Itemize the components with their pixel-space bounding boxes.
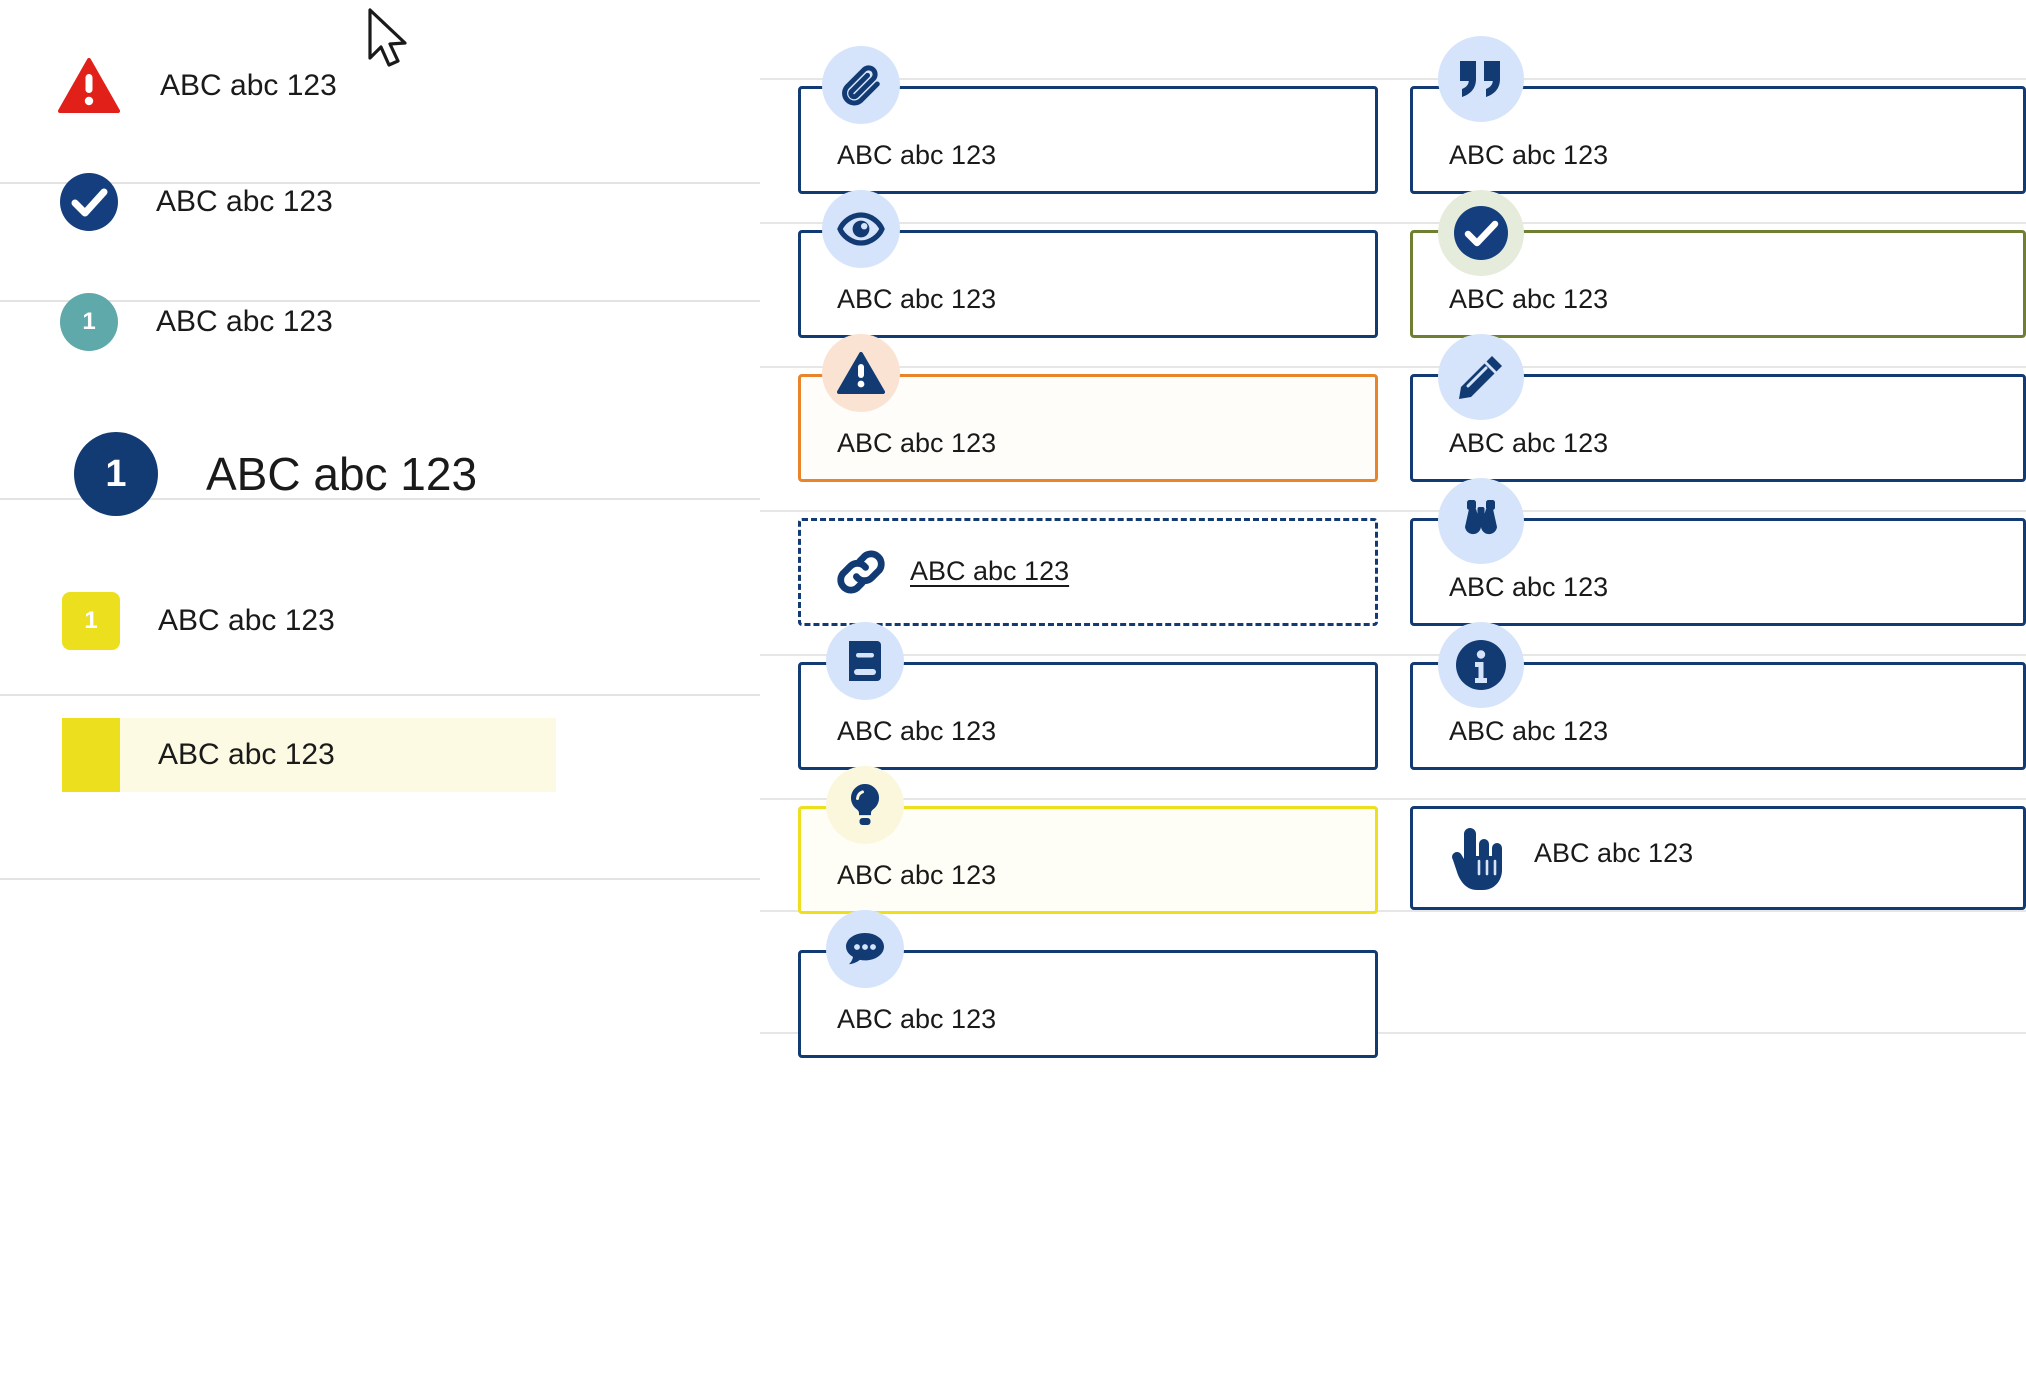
divider xyxy=(760,910,2026,912)
step-number-badge-square xyxy=(62,718,120,792)
warning-triangle-icon xyxy=(58,58,120,114)
card-label: ABC abc 123 xyxy=(1449,428,1609,458)
divider xyxy=(760,654,2026,656)
pointing-hand-icon xyxy=(1446,824,1508,892)
lightbulb-icon xyxy=(826,766,904,844)
card-link-label[interactable]: ABC abc 123 xyxy=(910,556,1070,586)
step-number-badge: 1 xyxy=(60,293,118,351)
divider xyxy=(760,798,2026,800)
card-label: ABC abc 123 xyxy=(1449,572,1609,602)
divider xyxy=(760,222,2026,224)
eye-icon xyxy=(822,190,900,268)
list-item-label: ABC abc 123 xyxy=(156,185,333,218)
step-number: 1 xyxy=(84,607,98,634)
divider xyxy=(0,498,760,500)
speech-bubble-icon xyxy=(826,910,904,988)
card-label: ABC abc 123 xyxy=(1534,838,1694,868)
step-number: 1 xyxy=(105,452,127,495)
card-link[interactable] xyxy=(798,518,1378,626)
card-action[interactable] xyxy=(1410,806,2026,910)
list-item-label: ABC abc 123 xyxy=(156,305,333,338)
card-label: ABC abc 123 xyxy=(837,428,997,458)
divider xyxy=(0,182,760,184)
card-label: ABC abc 123 xyxy=(837,716,997,746)
step-number-badge-large: 1 xyxy=(74,432,158,516)
info-circle-icon xyxy=(1438,622,1524,708)
list-item: 1 ABC abc 123 xyxy=(0,432,760,516)
mouse-cursor xyxy=(366,8,414,72)
list-item-label: ABC abc 123 xyxy=(158,604,335,637)
divider xyxy=(0,878,760,880)
book-icon xyxy=(826,622,904,700)
list-item: 1 ABC abc 123 xyxy=(0,293,760,351)
step-number: 1 xyxy=(82,308,96,335)
quote-marks-icon xyxy=(1438,36,1524,122)
list-item-label: ABC abc 123 xyxy=(160,69,337,102)
binoculars-icon xyxy=(1438,478,1524,564)
check-circle-icon xyxy=(1438,190,1524,276)
warning-triangle-icon xyxy=(822,334,900,412)
list-item-label: ABC abc 123 xyxy=(158,738,335,771)
cards-area: ABC abc 123 ABC abc 123 ABC abc xyxy=(760,0,2026,1392)
card-label: ABC abc 123 xyxy=(837,860,997,890)
card-label: ABC abc 123 xyxy=(837,140,997,170)
divider xyxy=(0,694,760,696)
list-item: ABC abc 123 xyxy=(0,58,760,114)
paperclip-icon xyxy=(822,46,900,124)
check-circle-icon xyxy=(60,173,118,231)
divider xyxy=(0,300,760,302)
pencil-icon xyxy=(1438,334,1524,420)
list-item: 1 ABC abc 123 xyxy=(0,592,760,650)
card-label: ABC abc 123 xyxy=(1449,284,1609,314)
card-warning[interactable]: ABC abc 123 xyxy=(798,374,1378,482)
divider xyxy=(760,510,2026,512)
list-item-label: ABC abc 123 xyxy=(206,448,478,500)
list-item: ABC abc 123 xyxy=(0,173,760,231)
divider xyxy=(760,78,2026,80)
card-label: ABC abc 123 xyxy=(1449,140,1609,170)
card-label: ABC abc 123 xyxy=(837,1004,997,1034)
chain-link-icon xyxy=(832,543,890,601)
divider xyxy=(760,366,2026,368)
card-label: ABC abc 123 xyxy=(837,284,997,314)
left-status-list: ABC abc 123 ABC abc 123 1 ABC abc 123 xyxy=(0,0,760,1392)
step-number-badge-square: 1 xyxy=(62,592,120,650)
divider xyxy=(760,1032,2026,1034)
card-label: ABC abc 123 xyxy=(1449,716,1609,746)
list-item-highlighted[interactable]: ABC abc 123 xyxy=(62,718,556,792)
